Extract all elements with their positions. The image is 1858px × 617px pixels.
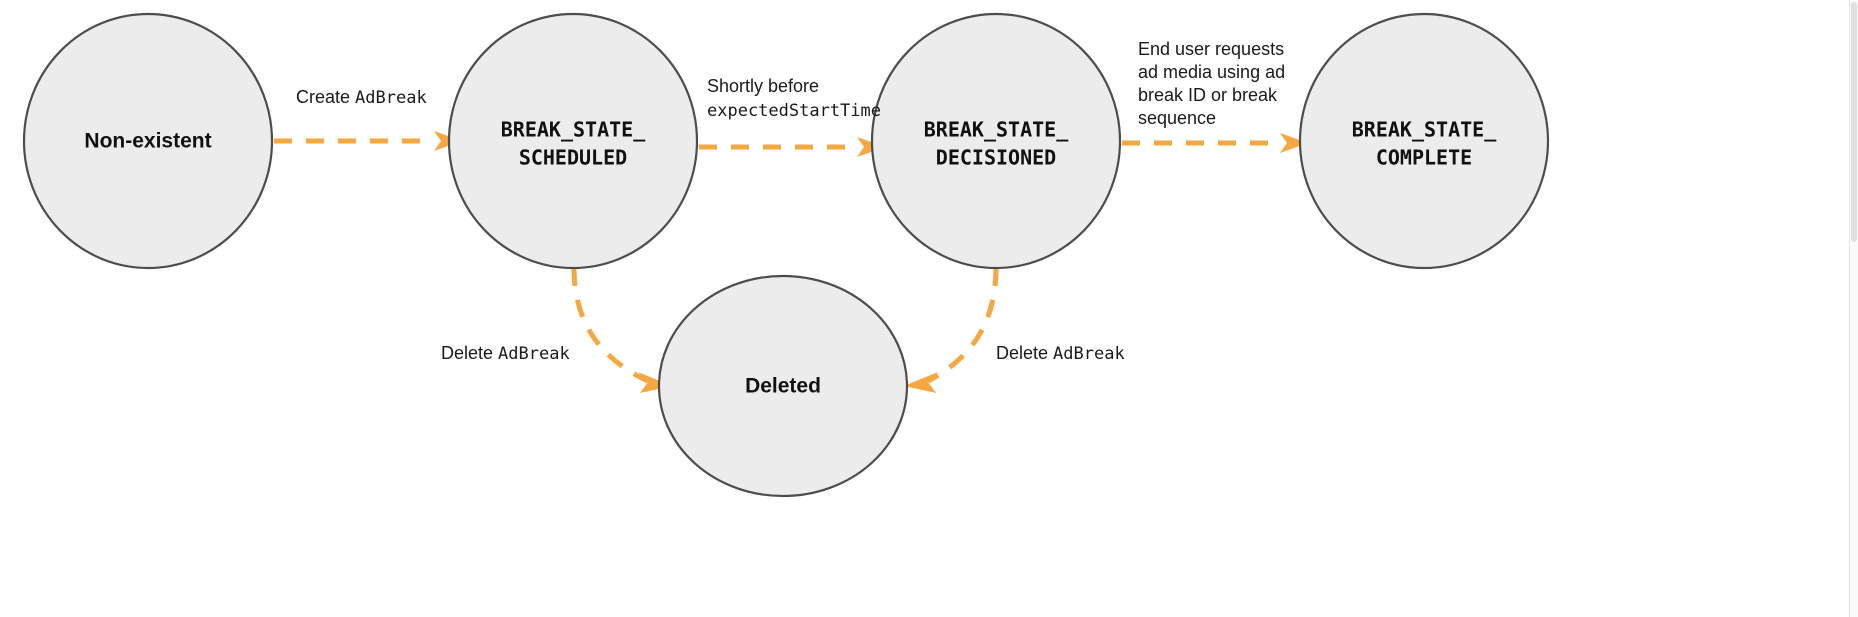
arrowhead-end-user-requests xyxy=(1280,133,1308,153)
arrowhead-shortly-before xyxy=(857,137,885,157)
edge-line-delete-from-scheduled xyxy=(571,267,650,384)
edge-end-user-requests xyxy=(1122,133,1308,153)
edge-label-delete-from-scheduled: Delete AdBreak xyxy=(441,343,570,364)
svg-text:Delete AdBreak: Delete AdBreak xyxy=(441,343,570,364)
edge-label-create-adbreak-code: AdBreak xyxy=(355,88,427,108)
edge-label-end-user-requests-line1: End user requests xyxy=(1138,39,1284,59)
edge-label-delete-from-decisioned-code: AdBreak xyxy=(1053,344,1125,364)
node-label-break-state-scheduled-line2: SCHEDULED xyxy=(519,146,627,170)
edge-label-shortly-before-line1: Shortly before xyxy=(707,76,819,96)
edge-label-end-user-requests: End user requests ad media using ad brea… xyxy=(1138,39,1285,128)
edge-label-create-adbreak-prefix: Create xyxy=(296,87,355,107)
vertical-scrollbar-track[interactable] xyxy=(1849,0,1858,617)
node-label-non-existent: Non-existent xyxy=(84,130,211,153)
node-label-deleted: Deleted xyxy=(745,375,821,398)
edge-label-delete-from-scheduled-prefix: Delete xyxy=(441,343,498,363)
edge-create-adbreak xyxy=(274,131,462,151)
vertical-scrollbar-thumb[interactable] xyxy=(1851,2,1857,242)
node-shape-non-existent[interactable] xyxy=(22,12,274,270)
node-non-existent[interactable]: Non-existent xyxy=(22,12,274,270)
node-break-state-scheduled[interactable]: BREAK_STATE_ SCHEDULED xyxy=(447,12,699,270)
node-deleted[interactable]: Deleted xyxy=(657,274,909,498)
edge-label-delete-from-decisioned: Delete AdBreak xyxy=(996,343,1125,364)
node-label-break-state-decisioned-line1: BREAK_STATE_ xyxy=(924,118,1069,142)
edge-label-shortly-before-line2: expectedStartTime xyxy=(707,101,881,121)
svg-text:Create AdBreak: Create AdBreak xyxy=(296,87,427,108)
edge-delete-from-scheduled xyxy=(571,267,672,393)
edge-label-delete-from-decisioned-prefix: Delete xyxy=(996,343,1053,363)
node-shape-break-state-complete[interactable] xyxy=(1298,12,1550,270)
node-label-break-state-complete-line2: COMPLETE xyxy=(1376,146,1472,170)
edge-label-end-user-requests-line4: sequence xyxy=(1138,108,1216,128)
node-break-state-decisioned[interactable]: BREAK_STATE_ DECISIONED xyxy=(870,12,1122,270)
edge-delete-from-decisioned xyxy=(904,267,999,393)
node-shape-break-state-decisioned[interactable] xyxy=(870,12,1122,270)
edge-label-create-adbreak: Create AdBreak xyxy=(296,87,427,108)
node-label-break-state-decisioned-line2: DECISIONED xyxy=(936,146,1056,170)
edge-label-delete-from-scheduled-code: AdBreak xyxy=(498,344,570,364)
edge-label-end-user-requests-line2: ad media using ad xyxy=(1138,62,1285,82)
edge-label-shortly-before: Shortly before expectedStartTime xyxy=(707,76,881,121)
node-shape-deleted[interactable] xyxy=(657,274,909,498)
node-shape-break-state-scheduled[interactable] xyxy=(447,12,699,270)
edge-label-end-user-requests-line3: break ID or break xyxy=(1138,85,1278,105)
node-label-break-state-complete-line1: BREAK_STATE_ xyxy=(1352,118,1497,142)
node-label-break-state-scheduled-line1: BREAK_STATE_ xyxy=(501,118,646,142)
node-break-state-complete[interactable]: BREAK_STATE_ COMPLETE xyxy=(1298,12,1550,270)
arrowhead-delete-from-decisioned xyxy=(904,372,938,393)
svg-text:Delete AdBreak: Delete AdBreak xyxy=(996,343,1125,364)
edge-shortly-before xyxy=(699,137,885,157)
edge-line-delete-from-decisioned xyxy=(926,267,999,384)
